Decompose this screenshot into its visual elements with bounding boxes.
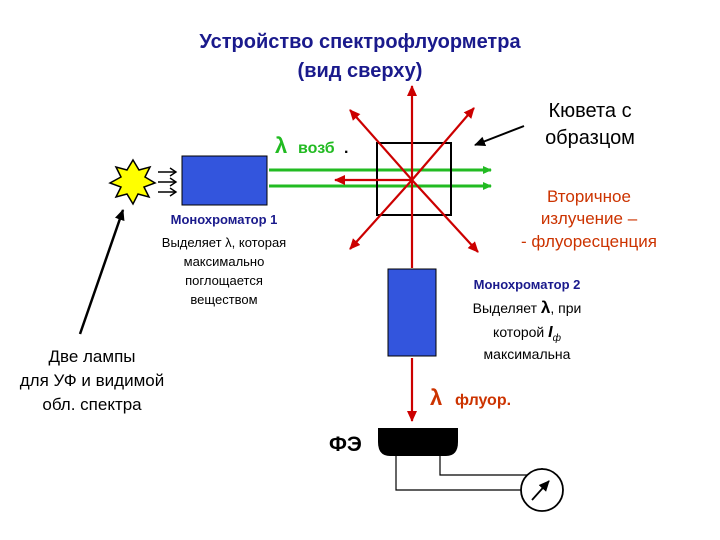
monochromator-2-line-3: максимальна: [484, 346, 571, 362]
lamps-label-line-2: для УФ и видимой: [20, 371, 164, 390]
excitation-label-dot: .: [344, 140, 348, 157]
title-line-2: (вид сверху): [298, 60, 423, 82]
title-line-1: Устройство спектрофлуорметра: [199, 31, 521, 53]
secondary-emission-rays: [334, 85, 479, 268]
monochromator-1-line-3: поглощается: [185, 273, 263, 288]
detector-wiring: [395, 456, 543, 491]
monochromator-2-block: [387, 268, 437, 357]
secondary-label-line-2: излучение –: [541, 209, 638, 228]
lamps-label-line-1: Две лампы: [48, 347, 135, 366]
lamp-starburst: [108, 158, 157, 206]
detector-label: ФЭ: [329, 433, 362, 456]
monochromator-2-line-2: которой Iф: [493, 324, 562, 344]
lamps-pointer-arrow: [78, 209, 125, 335]
monochromator-1-line-4: веществом: [190, 292, 257, 307]
cuvette-label-line-2: образцом: [545, 127, 635, 149]
emission-label: флуор.: [455, 392, 511, 409]
monochromator-2-name: Монохроматор 2: [474, 277, 581, 292]
excitation-lambda-symbol: λ: [275, 133, 287, 158]
emission-lambda-symbol: λ: [430, 385, 442, 410]
lamp-output-arrows: [158, 167, 178, 197]
secondary-label-line-1: Вторичное: [547, 187, 631, 206]
secondary-label-line-3: - флуоресценция: [521, 232, 657, 251]
excitation-label: возб: [298, 140, 335, 157]
monochromator-1-block: [181, 155, 268, 206]
photodetector: [378, 428, 458, 456]
monochromator-2-line-1: Выделяет λ, при: [473, 298, 582, 317]
monochromator-1-name: Монохроматор 1: [171, 212, 278, 227]
monochromator-1-line-1: Выделяет λ, которая: [162, 235, 286, 250]
meter-gauge: [520, 468, 564, 512]
lamps-label-line-3: обл. спектра: [42, 395, 142, 414]
cuvette-label-line-1: Кювета с: [548, 100, 631, 122]
cuvette-pointer-arrow: [474, 125, 525, 147]
monochromator-1-line-2: максимально: [184, 254, 265, 269]
